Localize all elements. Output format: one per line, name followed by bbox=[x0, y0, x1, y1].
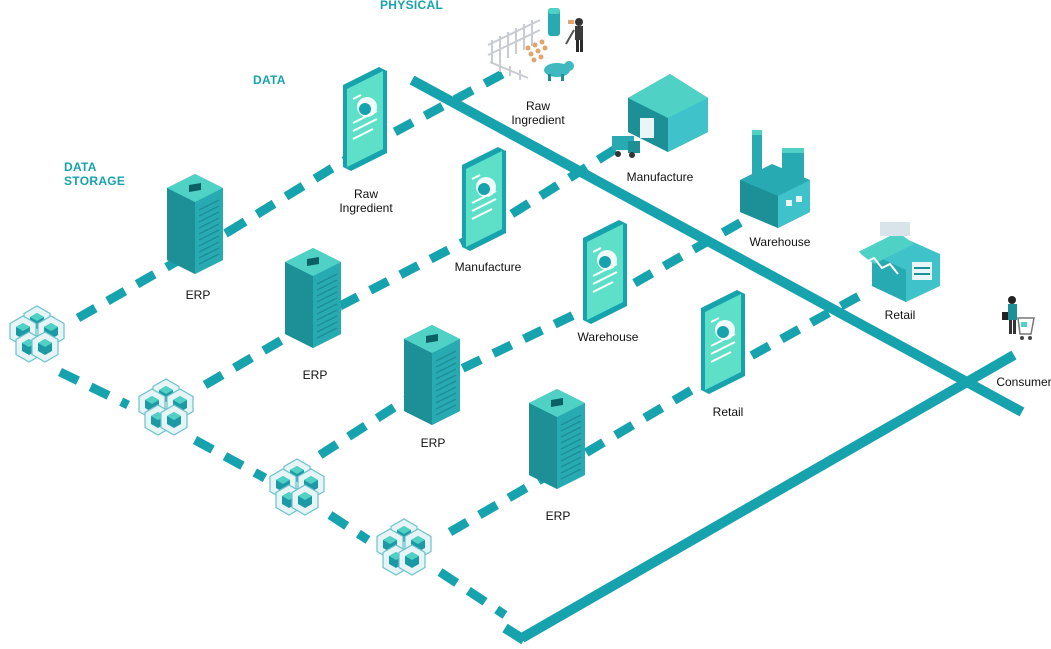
physical-flow-line bbox=[409, 75, 1025, 417]
physical-flow-lines bbox=[409, 75, 1025, 645]
storage-label-erp: ERP bbox=[420, 436, 446, 450]
store-icon bbox=[857, 222, 940, 302]
heading-physical: PHYSICAL bbox=[380, 0, 444, 12]
storage-label-erp: ERP bbox=[302, 368, 328, 382]
dashed-connector bbox=[327, 511, 371, 544]
dashed-connector bbox=[437, 568, 508, 619]
server-icon bbox=[167, 174, 223, 274]
blockchain-node bbox=[376, 518, 432, 576]
physical-label-raw-ingredient: Raw Ingredient bbox=[511, 99, 565, 127]
document-icon bbox=[583, 220, 627, 324]
blockchain-node bbox=[269, 458, 325, 516]
server-icon bbox=[529, 389, 585, 489]
data-label-retail: Retail bbox=[712, 405, 744, 419]
warehouse-plant-icon bbox=[740, 130, 810, 228]
server-icon bbox=[285, 248, 341, 348]
dashed-connector bbox=[202, 302, 343, 389]
blockchain-icon bbox=[138, 378, 194, 436]
dashed-connector bbox=[192, 436, 268, 482]
truck-icon bbox=[612, 136, 640, 158]
shopper-icon bbox=[1002, 296, 1035, 340]
heading-data-storage: DATA STORAGE bbox=[64, 160, 126, 188]
dashed-connector bbox=[447, 466, 560, 536]
document-icon bbox=[701, 290, 745, 394]
dashed-connector bbox=[480, 141, 625, 236]
blockchain-node bbox=[138, 378, 194, 436]
blockchain-icon bbox=[269, 458, 325, 516]
data-label-raw-ingredient: Raw Ingredient bbox=[339, 187, 393, 215]
physical-flow-line bbox=[502, 623, 527, 645]
physical-label-warehouse: Warehouse bbox=[749, 235, 811, 249]
document-icon bbox=[462, 147, 506, 251]
data-label-manufacture: Manufacture bbox=[454, 260, 522, 274]
data-connectors bbox=[58, 66, 873, 619]
physical-label-manufacture: Manufacture bbox=[626, 170, 694, 184]
heading-data: DATA bbox=[253, 73, 286, 87]
physical-label-retail: Retail bbox=[884, 308, 916, 322]
data-label-warehouse: Warehouse bbox=[577, 330, 639, 344]
dashed-connector bbox=[719, 286, 873, 376]
dashed-connector bbox=[362, 66, 513, 152]
blockchain-icon bbox=[376, 518, 432, 576]
storage-label-erp: ERP bbox=[185, 288, 211, 302]
dashed-connector bbox=[337, 228, 486, 310]
physical-label-consumer: Consumer bbox=[996, 375, 1051, 389]
physical-flow-line bbox=[519, 350, 1017, 643]
document-icon bbox=[343, 67, 387, 171]
farm-icon bbox=[487, 8, 583, 81]
dashed-connector bbox=[58, 367, 130, 410]
blockchain-icon bbox=[9, 305, 65, 363]
server-icon bbox=[404, 325, 460, 425]
storage-label-erp: ERP bbox=[545, 509, 571, 523]
dashed-connector bbox=[602, 216, 748, 304]
blockchain-node bbox=[9, 305, 65, 363]
factory-building-icon bbox=[612, 74, 708, 158]
dashed-connector bbox=[225, 144, 368, 236]
